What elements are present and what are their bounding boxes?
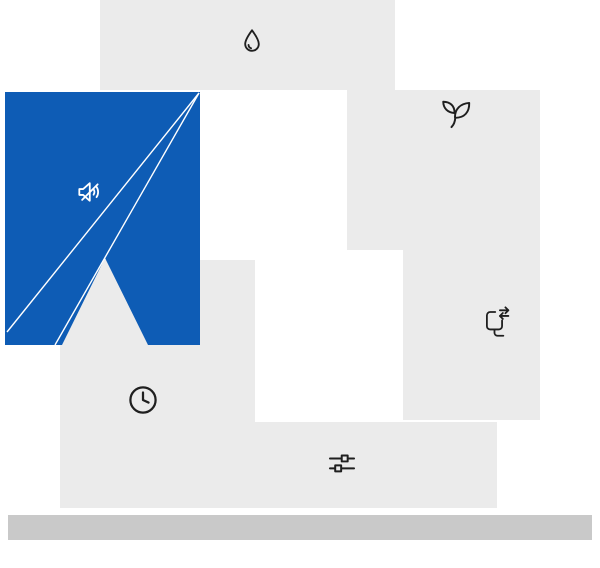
leaf-icon <box>438 95 474 131</box>
ribbon-shape <box>5 92 200 345</box>
mute-banner[interactable] <box>5 92 200 345</box>
tile-settings[interactable] <box>200 422 497 508</box>
tile-eco[interactable] <box>347 90 540 250</box>
sliders-icon <box>325 446 359 480</box>
bottom-bar <box>8 515 592 540</box>
water-drop-icon <box>236 26 268 58</box>
tile-connect[interactable] <box>403 250 540 420</box>
clock-icon <box>125 382 161 418</box>
tile-water[interactable] <box>100 0 395 90</box>
plug-switch-icon <box>477 304 513 340</box>
speaker-muted-icon <box>72 174 108 210</box>
